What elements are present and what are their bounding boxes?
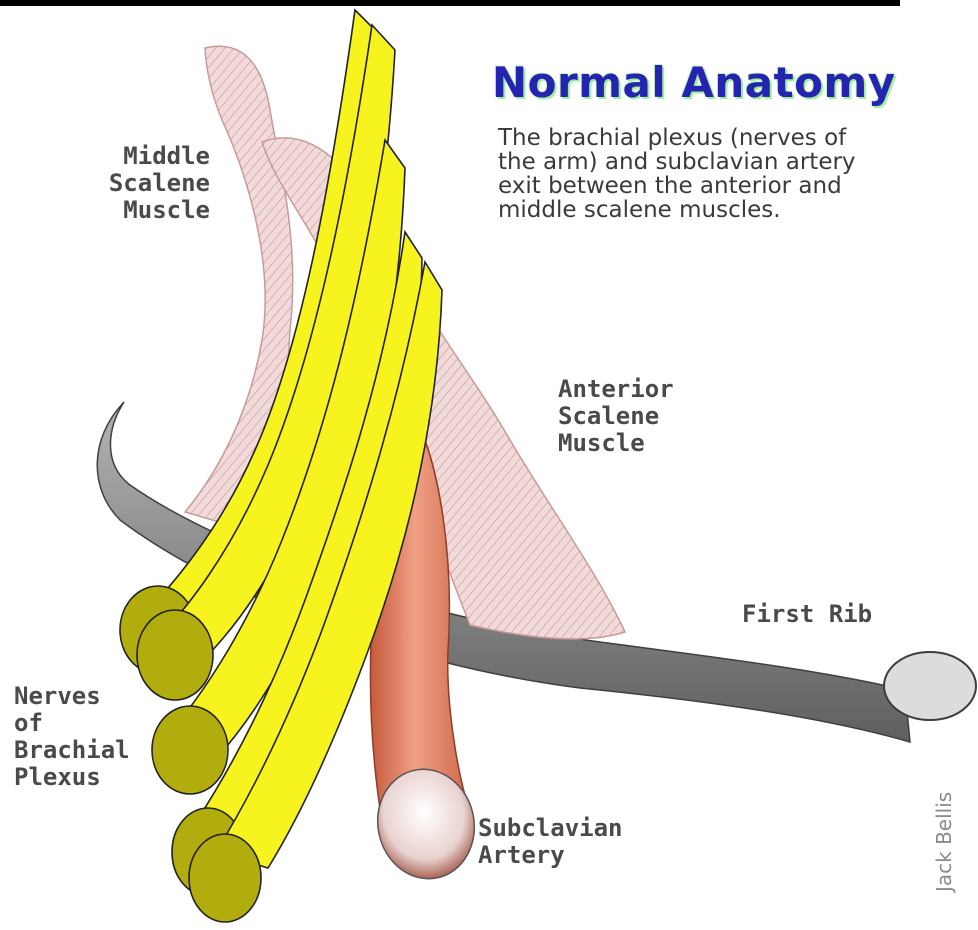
- artist-credit: Jack Bellis: [932, 792, 956, 892]
- label-line: Muscle: [80, 197, 210, 224]
- label-nerves: Nerves of Brachial Plexus: [14, 683, 130, 791]
- description-line: exit between the anterior and: [498, 174, 958, 198]
- label-line: Scalene: [80, 170, 210, 197]
- nerve-5-end: [189, 834, 261, 922]
- label-middle-scalene: Middle Scalene Muscle: [80, 143, 210, 224]
- label-first-rib: First Rib: [742, 601, 872, 628]
- label-line: Middle: [80, 143, 210, 170]
- label-line: Nerves: [14, 683, 130, 710]
- label-line: of: [14, 710, 130, 737]
- label-line: Subclavian: [478, 815, 623, 842]
- description-line: The brachial plexus (nerves of: [498, 126, 958, 150]
- rib-end: [884, 652, 976, 720]
- description: The brachial plexus (nerves of the arm) …: [498, 126, 958, 222]
- label-line: Artery: [478, 842, 623, 869]
- description-line: the arm) and subclavian artery: [498, 150, 958, 174]
- label-subclavian-artery: Subclavian Artery: [478, 815, 623, 869]
- label-anterior-scalene: Anterior Scalene Muscle: [558, 376, 674, 457]
- label-line: Anterior: [558, 376, 674, 403]
- label-line: Scalene: [558, 403, 674, 430]
- label-line: Muscle: [558, 430, 674, 457]
- diagram-title: Normal Anatomy: [492, 58, 896, 107]
- label-line: Brachial: [14, 737, 130, 764]
- nerve-3-end: [152, 706, 228, 794]
- nerve-2-end: [137, 610, 213, 700]
- description-line: middle scalene muscles.: [498, 198, 958, 222]
- label-line: Plexus: [14, 764, 130, 791]
